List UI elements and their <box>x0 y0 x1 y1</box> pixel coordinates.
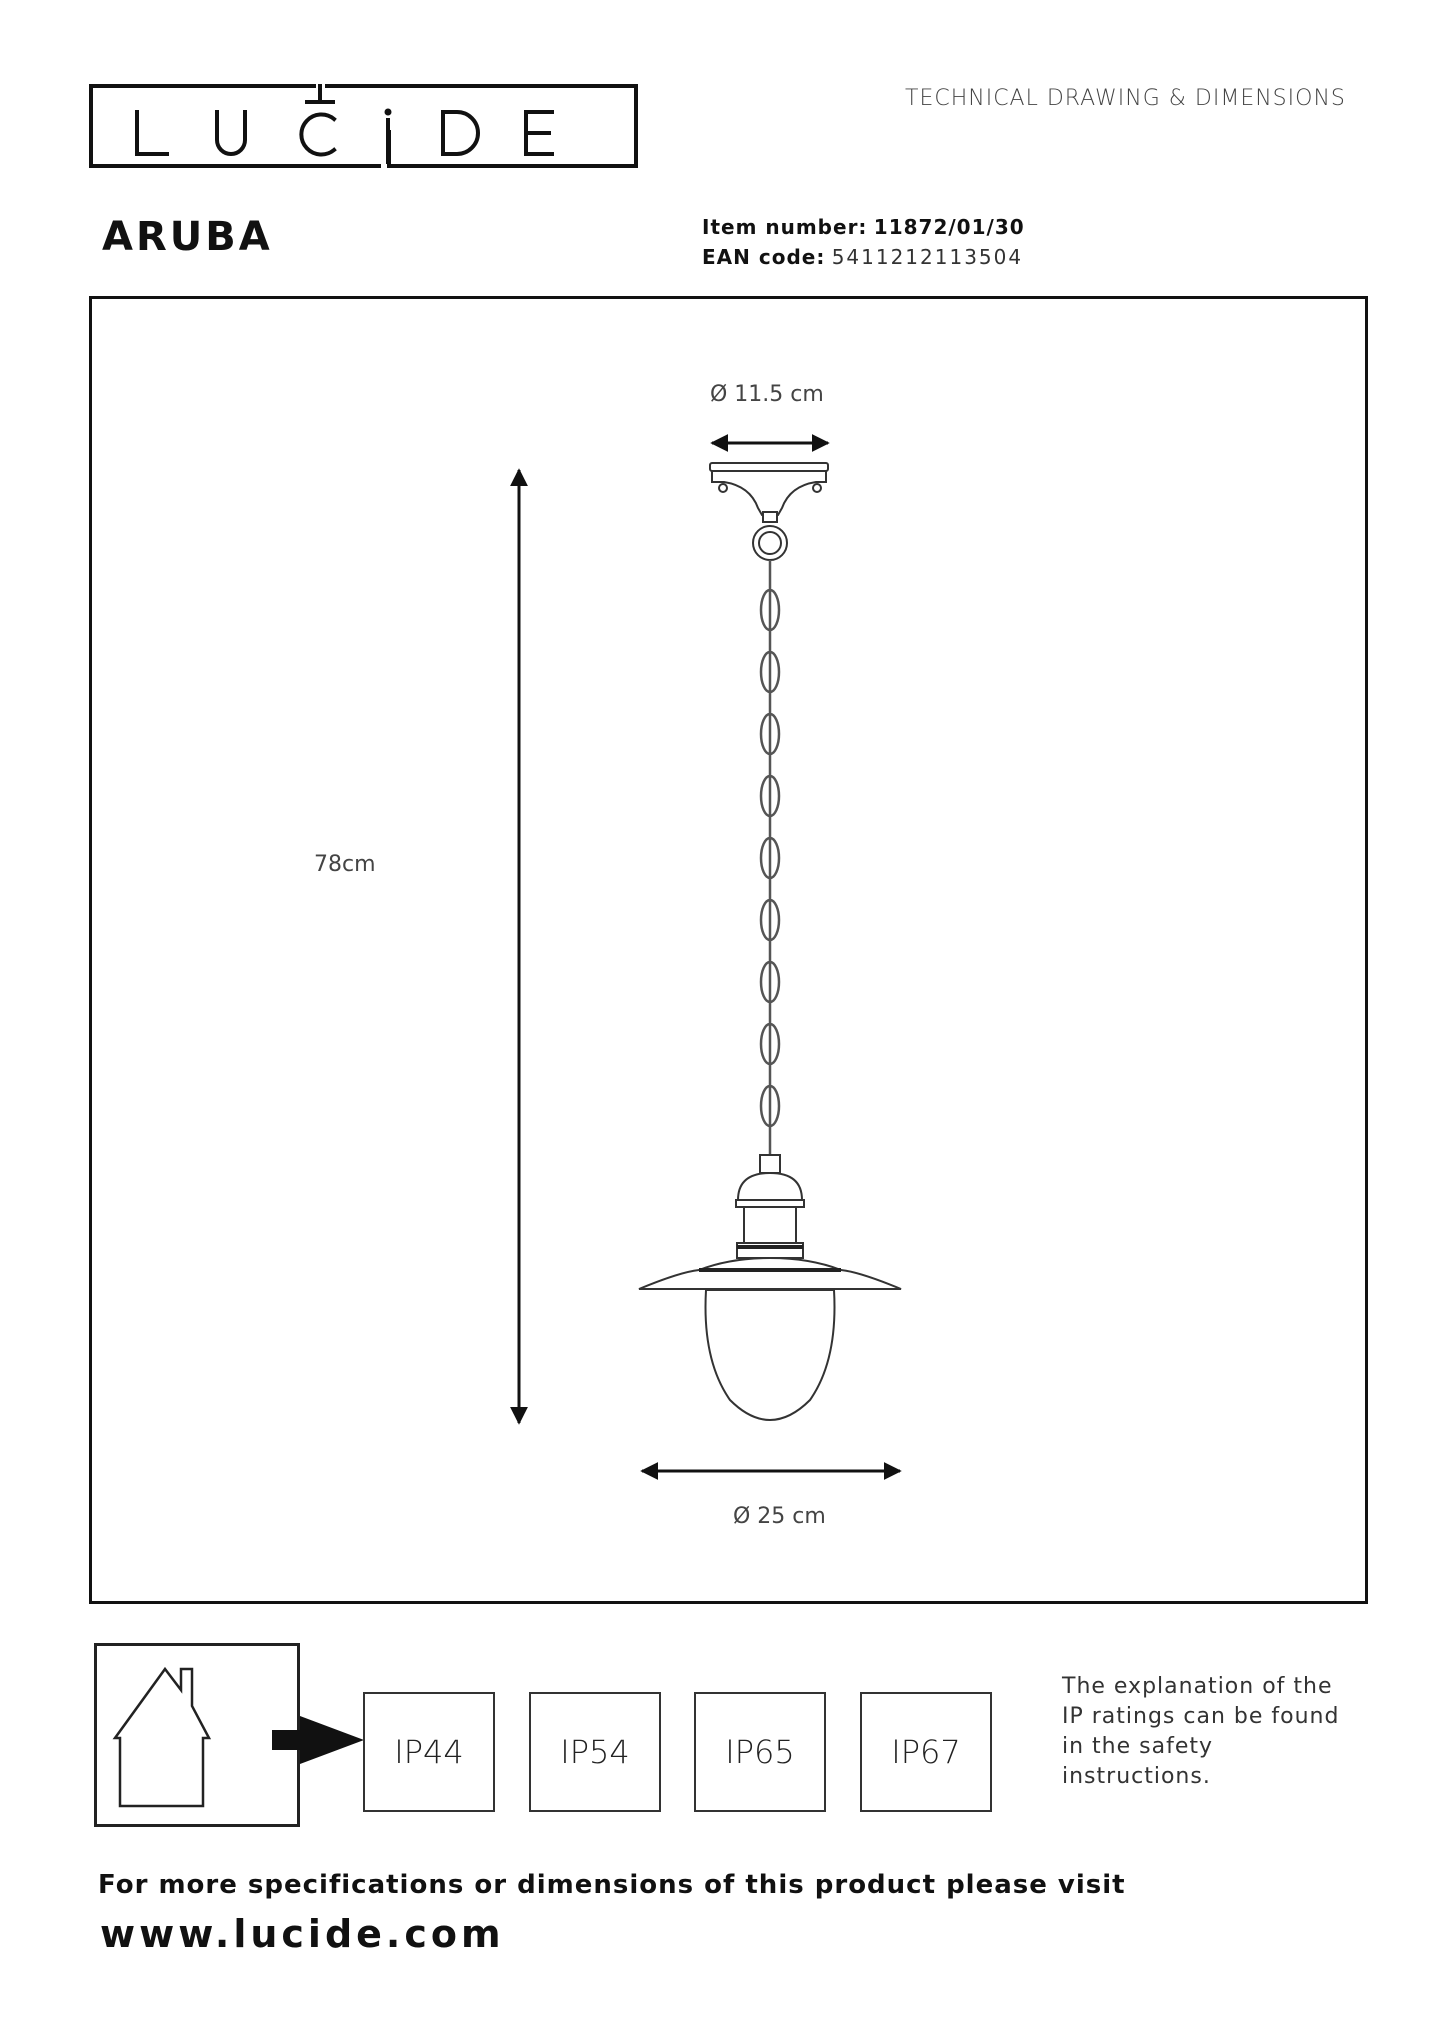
shade-diameter-label: Ø 25 cm <box>733 1504 826 1529</box>
arrow-right-icon <box>272 1716 364 1764</box>
ip-rating-ip67: IP67 <box>860 1692 992 1812</box>
item-number-label: Item number: <box>702 215 868 239</box>
product-identifiers: Item number: 11872/01/30 EAN code: 54112… <box>702 212 1025 272</box>
ean-code-value: 5411212113504 <box>831 245 1024 269</box>
technical-drawing-frame <box>89 296 1368 1604</box>
item-number-value: 11872/01/30 <box>873 215 1025 239</box>
canopy-diameter-label: Ø 11.5 cm <box>710 382 824 407</box>
ip-rating-note: The explanation of the IP ratings can be… <box>1062 1674 1340 1789</box>
lucide-logo <box>89 82 639 168</box>
ean-code-row: EAN code: 5411212113504 <box>702 245 1024 269</box>
house-icon <box>112 1666 212 1808</box>
indoor-outdoor-house-box <box>94 1643 300 1827</box>
height-label: 78cm <box>314 852 376 877</box>
website-link[interactable]: www.lucide.com <box>100 1912 505 1956</box>
footer-text: For more specifications or dimensions of… <box>98 1870 1126 1900</box>
ean-code-label: EAN code <box>702 245 817 269</box>
lucide-logo-icon <box>89 84 638 168</box>
ip-rating-ip65: IP65 <box>694 1692 826 1812</box>
ip-rating-ip54: IP54 <box>529 1692 661 1812</box>
item-number-row: Item number: 11872/01/30 <box>702 212 1025 242</box>
ip-rating-ip44: IP44 <box>363 1692 495 1812</box>
product-name: ARUBA <box>102 214 273 260</box>
document-type-label: TECHNICAL DRAWING & DIMENSIONS <box>905 86 1346 111</box>
